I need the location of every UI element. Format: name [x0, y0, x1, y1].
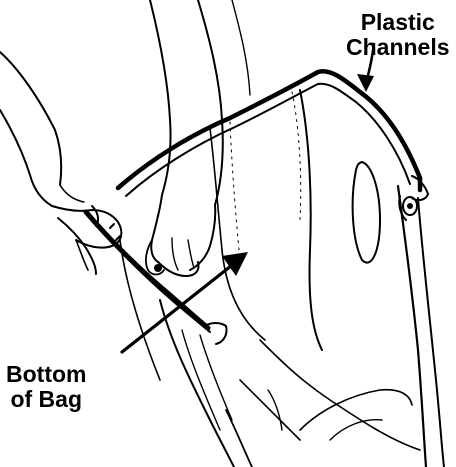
left-hand: [52, 185, 121, 274]
plastic-channels-label-line1: Plastic: [346, 10, 450, 35]
arms: [0, 0, 250, 206]
bottom-of-bag-label-line1: Bottom: [6, 362, 86, 387]
bag-frame: [118, 71, 428, 200]
grass-bag: [120, 90, 444, 467]
plastic-channels-label-line2: Channels: [346, 35, 450, 60]
right-hand: [146, 195, 215, 276]
plastic-channels-label: Plastic Channels: [346, 10, 450, 60]
bottom-of-bag-label: Bottom of Bag: [6, 362, 86, 412]
bottom-of-bag-label-line2: of Bag: [6, 387, 86, 412]
